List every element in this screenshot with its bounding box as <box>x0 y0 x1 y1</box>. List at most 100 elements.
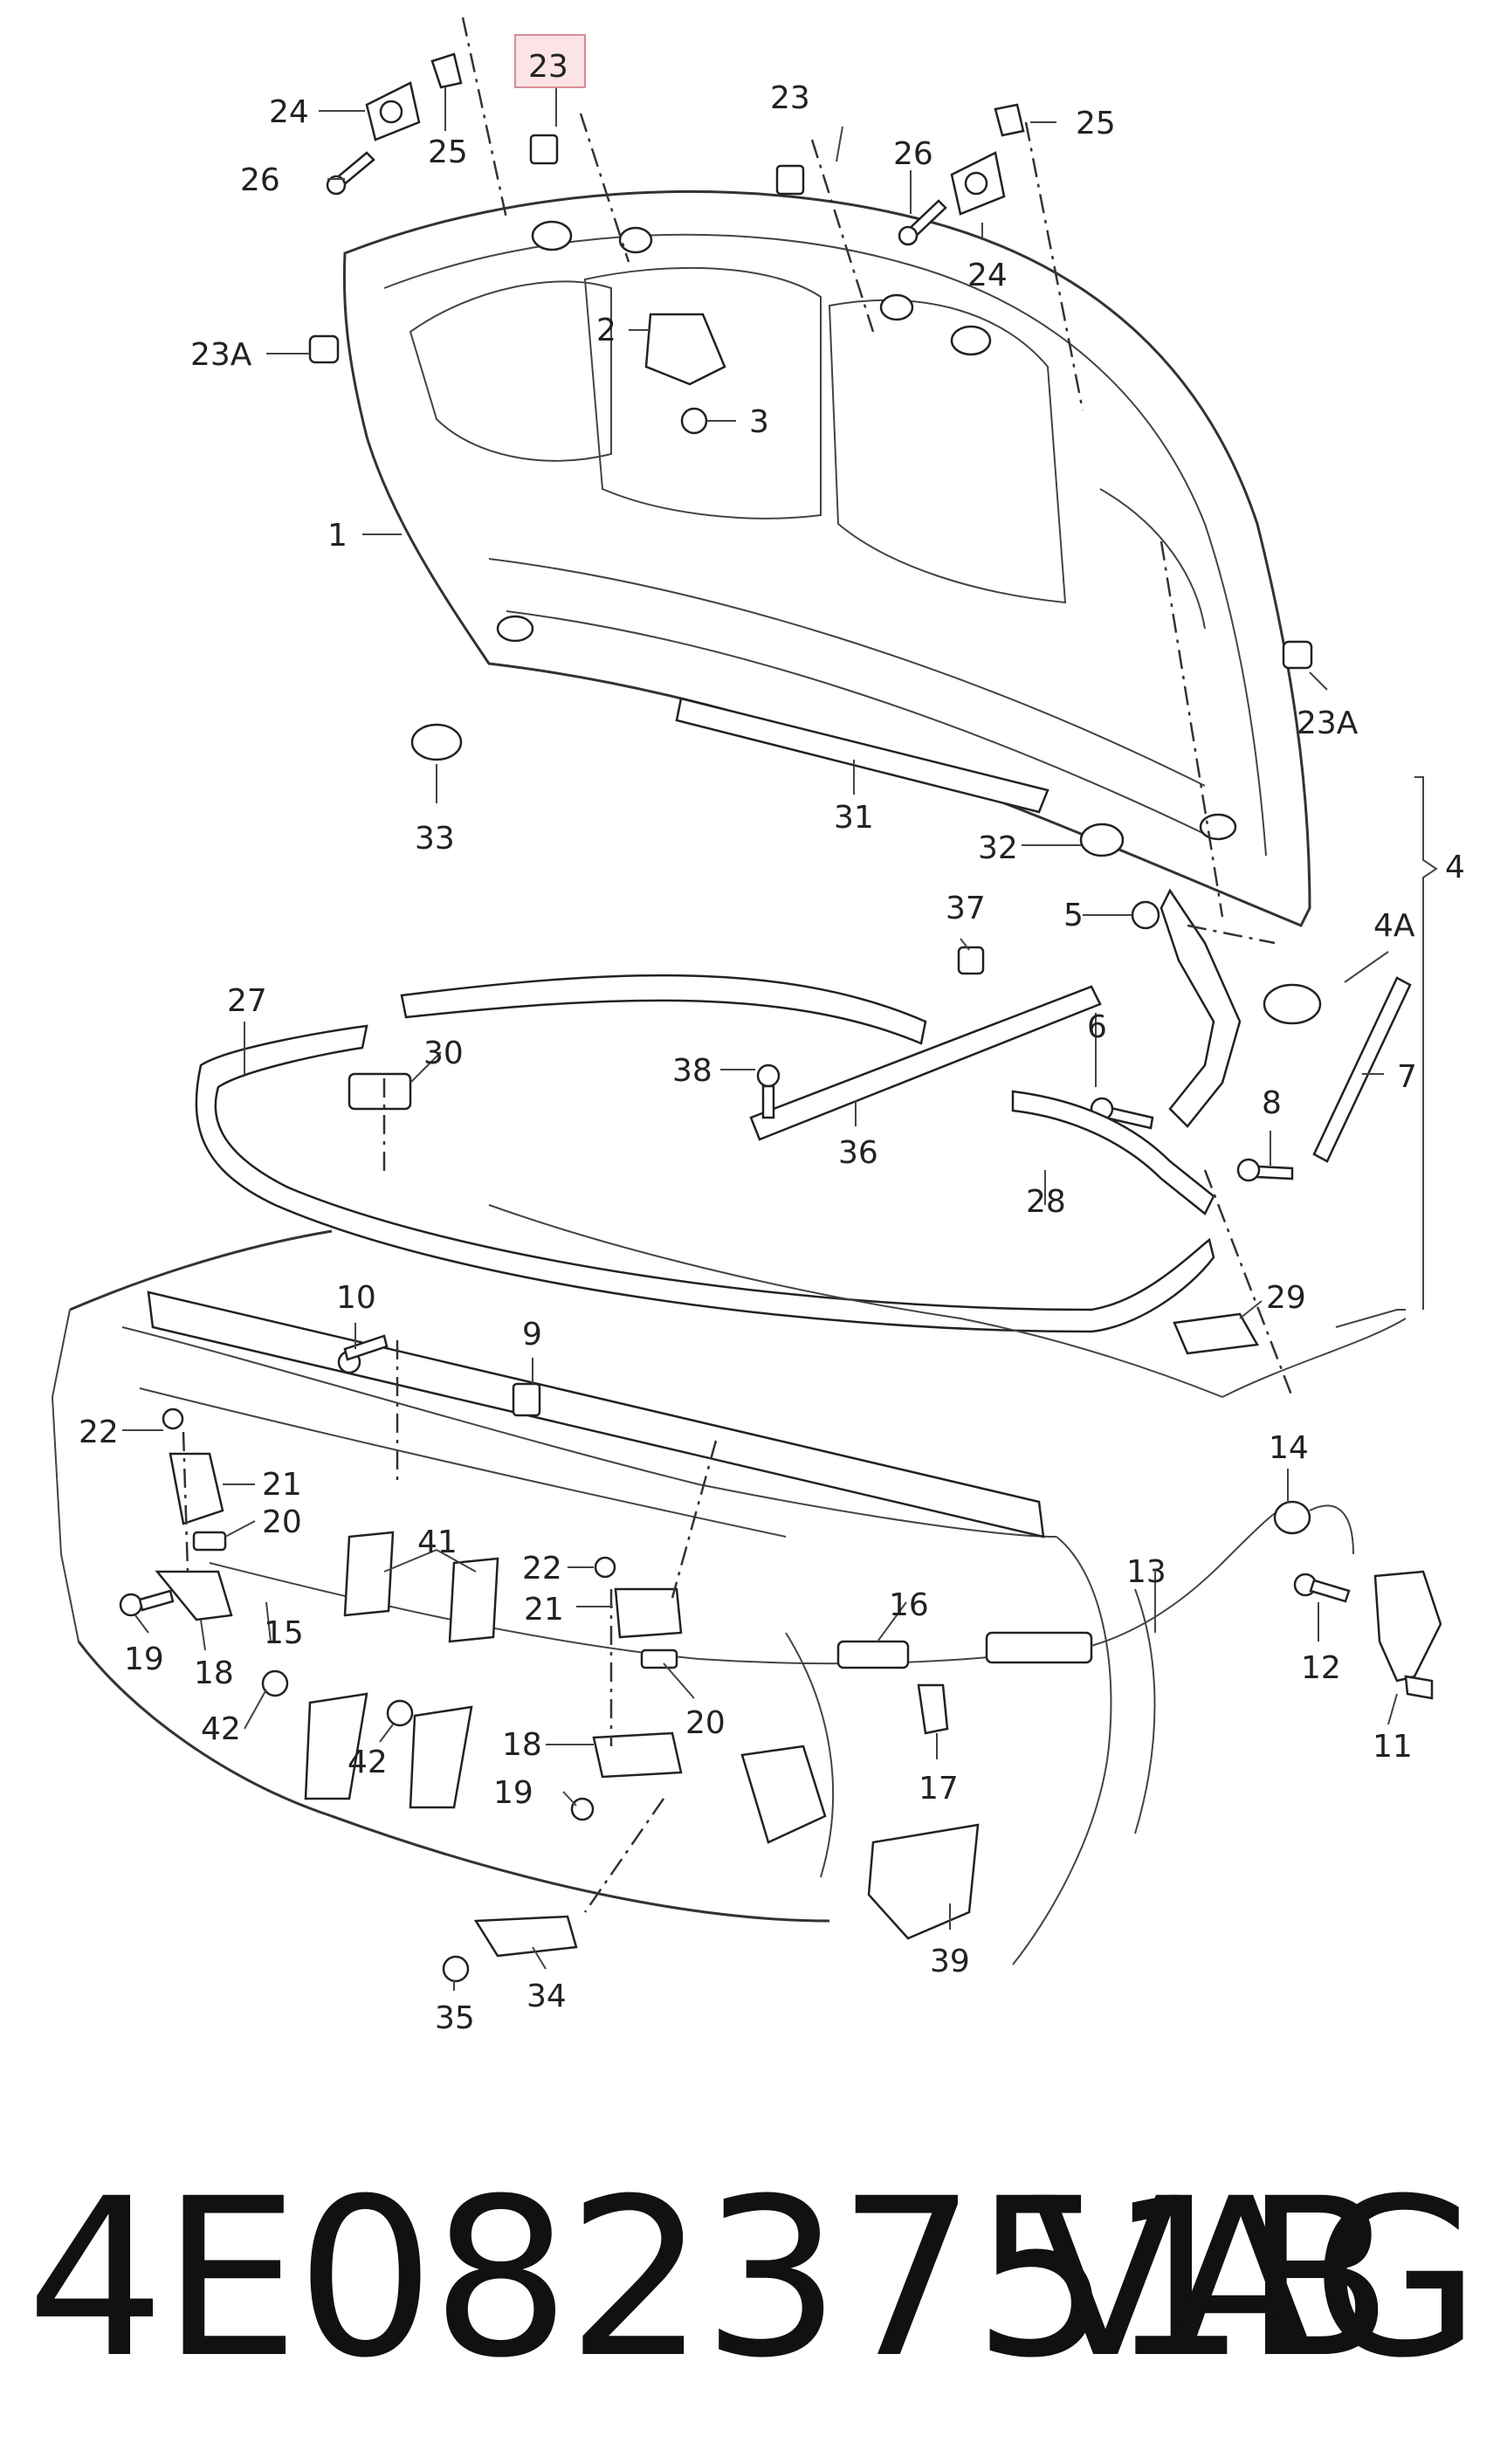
callout-21-left: 21 <box>262 1467 302 1503</box>
callout-17: 17 <box>919 1771 959 1807</box>
callout-18-left: 18 <box>194 1655 234 1691</box>
callout-30: 30 <box>423 1036 464 1071</box>
callout-42-left: 42 <box>201 1711 241 1747</box>
plug-part-33 <box>410 723 463 761</box>
duct-part-39 <box>867 1823 980 1940</box>
callout-9: 9 <box>522 1317 542 1352</box>
callout-36: 36 <box>838 1135 878 1171</box>
callout-3: 3 <box>749 404 769 440</box>
bolt-part-26-right <box>898 199 947 246</box>
callout-38: 38 <box>672 1053 712 1089</box>
nut-part-5 <box>1131 900 1160 930</box>
callout-23-top-right: 23 <box>770 80 810 116</box>
guide-part-34 <box>473 1915 578 1958</box>
callout-22-mid: 22 <box>522 1551 562 1586</box>
clip-part-20-mid <box>640 1648 678 1669</box>
buffer-part-23-right <box>775 164 805 196</box>
exploded-parts-diagram: 24 25 26 23 23 26 25 24 23A 2 3 1 23A 33… <box>51 17 1465 2036</box>
bolt-part-19-mid <box>570 1797 595 1821</box>
release-lever-part-11 <box>1373 1570 1442 1700</box>
grommet-part-14 <box>1273 1500 1354 1555</box>
car-front-body <box>51 1204 1407 1965</box>
callout-15: 15 <box>264 1615 304 1651</box>
hood-lock-part-21-left <box>169 1452 224 1525</box>
callout-39: 39 <box>930 1944 970 1979</box>
callout-20-mid: 20 <box>685 1705 726 1741</box>
callout-35: 35 <box>435 2000 475 2036</box>
callout-7: 7 <box>1397 1059 1417 1095</box>
rubber-stop-part-23A-left <box>308 334 340 364</box>
callout-12: 12 <box>1301 1650 1341 1686</box>
release-cable-part-15 <box>209 1562 1049 1665</box>
callout-22-left: 22 <box>79 1414 119 1450</box>
callout-11: 11 <box>1373 1729 1413 1765</box>
callout-labels: 24 25 26 23 23 26 25 24 23A 2 3 1 23A 33… <box>79 49 1465 2036</box>
nut-part-35 <box>442 1955 470 1983</box>
clip-part-25-left <box>430 52 463 89</box>
callout-19-left: 19 <box>124 1642 164 1677</box>
hinge-bracket-part-24-right <box>950 151 1006 216</box>
deflector-part-41-left <box>343 1531 395 1617</box>
callout-20-left: 20 <box>262 1504 302 1540</box>
lock-carrier-crossmember <box>147 1291 1045 1538</box>
callout-8: 8 <box>1262 1085 1282 1121</box>
callout-24-top-right: 24 <box>967 258 1008 293</box>
callout-28: 28 <box>1026 1184 1066 1220</box>
callout-23A-left: 23A <box>190 337 252 373</box>
callout-33: 33 <box>415 821 455 857</box>
callout-37: 37 <box>946 891 986 926</box>
callout-26-top-right: 26 <box>893 136 933 172</box>
clip-part-25-right <box>994 103 1025 137</box>
clip-part-9 <box>512 1382 541 1417</box>
lock-striker-part-2 <box>644 313 726 386</box>
callout-1: 1 <box>327 518 348 554</box>
callout-25-top-right: 25 <box>1076 106 1116 141</box>
bolt-part-38 <box>756 1063 781 1119</box>
hinge-bracket-part-24-left <box>365 81 421 141</box>
seal-strip-part-31 <box>675 697 1049 814</box>
clip-part-29 <box>1173 1312 1260 1355</box>
callout-41: 41 <box>417 1525 458 1560</box>
callout-2: 2 <box>596 313 616 348</box>
clip-part-20-left <box>192 1531 227 1552</box>
hood-hinge-part-4 <box>1159 888 1242 1128</box>
callout-10: 10 <box>336 1280 376 1316</box>
callout-23-highlighted: 23 <box>528 49 568 85</box>
bolt-part-10 <box>337 1334 389 1374</box>
callout-4: 4 <box>1445 850 1465 885</box>
assembly-guide-lines <box>182 17 1294 1913</box>
callout-42-mid: 42 <box>348 1745 388 1780</box>
callout-32: 32 <box>978 830 1018 866</box>
callout-16: 16 <box>889 1587 929 1623</box>
callout-34: 34 <box>526 1979 567 2014</box>
bracket-part-18-mid <box>592 1731 683 1779</box>
hood-lock-part-21-mid <box>614 1587 683 1639</box>
bolt-part-8 <box>1236 1158 1294 1182</box>
callout-25-top-left: 25 <box>428 134 468 170</box>
bolt-part-26-left <box>326 151 375 196</box>
clip-part-37 <box>957 946 985 975</box>
bumper-bracket <box>740 1745 827 1844</box>
leader-lines <box>122 83 1398 1991</box>
cable-sleeve-part-16 <box>836 1640 910 1669</box>
callout-21-mid: 21 <box>524 1592 564 1628</box>
callout-4A: 4A <box>1373 908 1415 944</box>
screw-part-22-mid <box>594 1556 616 1579</box>
nut-part-42-left <box>261 1669 289 1697</box>
callout-19-mid: 19 <box>493 1775 533 1811</box>
brand-label: VAG <box>1030 2151 1481 2405</box>
buffer-part-23-highlighted <box>529 134 559 165</box>
seal-part-27 <box>195 1024 1215 1333</box>
callout-24-top-left: 24 <box>269 94 309 130</box>
gas-strut-part-7 <box>1312 976 1412 1163</box>
callout-23A-right: 23A <box>1297 705 1359 741</box>
nut-part-3 <box>680 407 708 435</box>
bolt-part-19-left <box>119 1589 175 1617</box>
duct-left <box>304 1692 473 1809</box>
callout-31: 31 <box>834 800 874 836</box>
hood-panel <box>342 189 1311 927</box>
seal-part-28 <box>400 974 1215 1215</box>
part-number: 4E0823751B <box>26 2151 1393 2405</box>
callout-14: 14 <box>1269 1430 1309 1466</box>
callout-5: 5 <box>1063 898 1084 933</box>
